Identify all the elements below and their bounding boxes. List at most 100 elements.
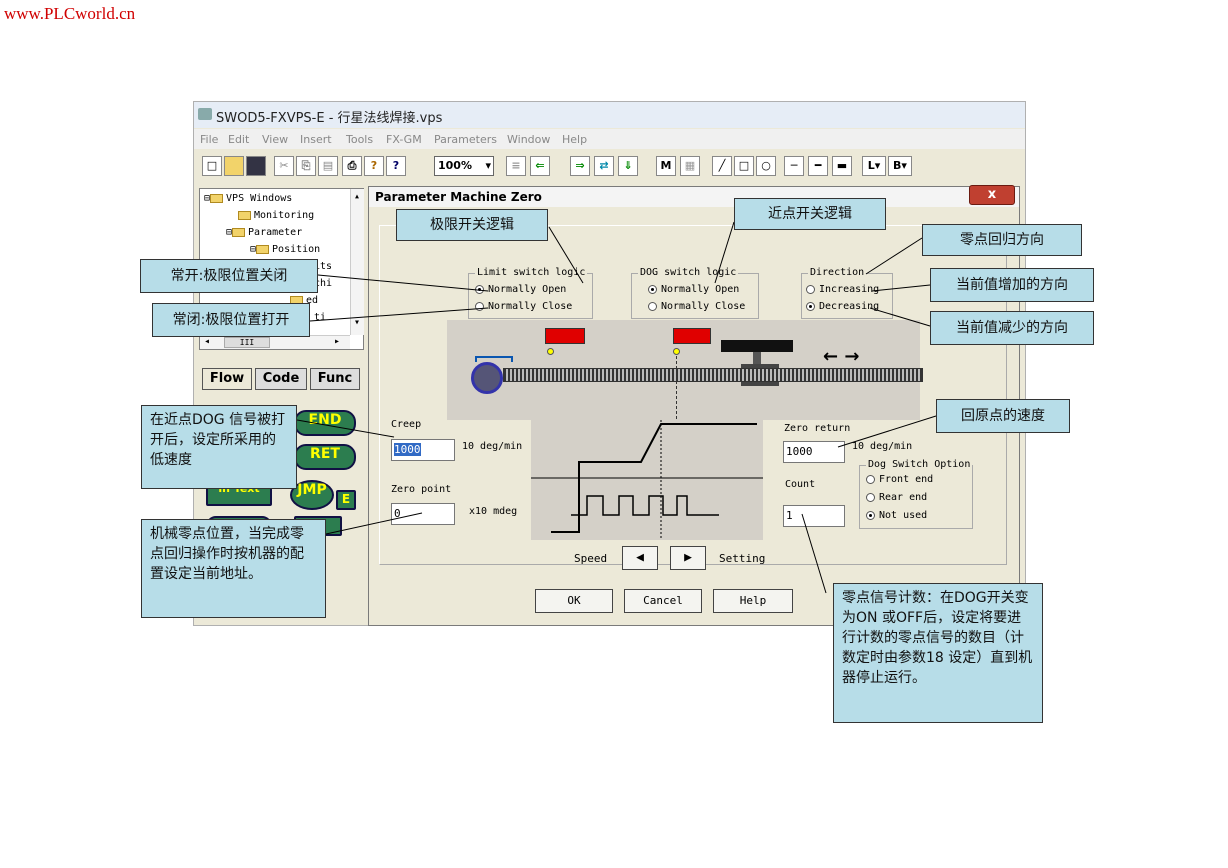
copy-icon[interactable]: ⎘ bbox=[296, 156, 316, 176]
arrow-mix-icon[interactable]: ⇄ bbox=[594, 156, 614, 176]
help-button[interactable]: Help bbox=[713, 589, 793, 613]
limit-switch-group: Limit switch logic Normally Open Normall… bbox=[468, 267, 593, 319]
print-icon[interactable]: ⎙ bbox=[342, 156, 362, 176]
tab-code[interactable]: Code bbox=[255, 368, 307, 390]
dog-front-end-radio[interactable]: Front end bbox=[866, 474, 970, 485]
context-help-icon[interactable]: ? bbox=[386, 156, 406, 176]
palette-end-button[interactable]: END bbox=[294, 410, 356, 436]
radio-selected-icon bbox=[648, 284, 657, 294]
thick-line-icon[interactable]: ▬ bbox=[832, 156, 852, 176]
speed-decrease-button[interactable]: ◀ bbox=[622, 546, 658, 570]
menu-file[interactable]: File bbox=[200, 133, 219, 146]
arrow-down-icon[interactable]: ⇓ bbox=[618, 156, 638, 176]
cut-icon[interactable]: ✂ bbox=[274, 156, 294, 176]
tree-item-partial[interactable]: ti bbox=[314, 312, 327, 323]
limit-normally-close-radio[interactable]: Normally Close bbox=[475, 301, 591, 312]
palette-jmp-button[interactable]: JMP bbox=[290, 480, 334, 510]
creep-unit: 10 deg/min bbox=[462, 441, 523, 452]
zero-return-label: Zero return bbox=[784, 423, 851, 434]
tree-item-partial[interactable]: its bbox=[314, 261, 333, 272]
dog-normally-open-radio[interactable]: Normally Open bbox=[648, 284, 758, 295]
zero-point-input[interactable]: 0 bbox=[391, 503, 455, 525]
save-icon[interactable] bbox=[246, 156, 266, 176]
dog-normally-close-radio[interactable]: Normally Close bbox=[648, 301, 758, 312]
close-icon[interactable]: x bbox=[969, 185, 1015, 205]
callout-creep: 在近点DOG 信号被打开后，设定所采用的低速度 bbox=[141, 405, 297, 489]
app-title: SWOD5-FXVPS-E - 行星法线焊接.vps bbox=[216, 111, 443, 126]
zero-point-unit: x10 mdeg bbox=[469, 506, 518, 517]
limit-normally-open-radio[interactable]: Normally Open bbox=[475, 284, 591, 295]
menu-view[interactable]: View bbox=[262, 133, 289, 146]
creep-label: Creep bbox=[391, 419, 422, 430]
medium-line-icon[interactable]: ━ bbox=[808, 156, 828, 176]
direction-decreasing-radio[interactable]: Decreasing bbox=[806, 301, 892, 312]
zoom-select[interactable]: 100%▾ bbox=[434, 156, 494, 176]
dog-rear-end-radio[interactable]: Rear end bbox=[866, 492, 970, 503]
radio-label: Increasing bbox=[819, 284, 880, 295]
line-style-icon[interactable]: L▾ bbox=[862, 156, 886, 176]
scroll-right-icon[interactable]: ▸ bbox=[334, 336, 341, 347]
tree-item-vps-windows[interactable]: ⊟VPS Windows bbox=[204, 193, 292, 204]
help-icon[interactable]: ? bbox=[364, 156, 384, 176]
vertical-scrollbar[interactable]: ▴▾ bbox=[350, 189, 364, 335]
radio-icon bbox=[648, 301, 657, 311]
palette-e-button[interactable]: E bbox=[336, 490, 356, 510]
carriage-top bbox=[721, 340, 793, 352]
radio-label: Normally Close bbox=[488, 301, 573, 312]
limit-switch-block bbox=[545, 328, 585, 344]
horizontal-scrollbar[interactable]: ◂ III ▸ bbox=[200, 335, 350, 349]
ball-screw bbox=[503, 368, 923, 382]
paste-icon[interactable]: ▤ bbox=[318, 156, 338, 176]
menu-parameters[interactable]: Parameters bbox=[434, 133, 497, 146]
grid-icon[interactable]: ▦ bbox=[680, 156, 700, 176]
new-file-icon[interactable]: □ bbox=[202, 156, 222, 176]
callout-zero-direction: 零点回归方向 bbox=[922, 224, 1082, 256]
scroll-left-icon[interactable]: ◂ bbox=[204, 336, 211, 347]
tree-item-monitoring[interactable]: Monitoring bbox=[238, 210, 314, 221]
dog-position-marker bbox=[676, 356, 677, 444]
scroll-up-icon[interactable]: ▴ bbox=[354, 191, 361, 202]
thin-line-icon[interactable]: ─ bbox=[784, 156, 804, 176]
menu-fxgm[interactable]: FX-GM bbox=[386, 133, 422, 146]
tree-item-position[interactable]: ⊟Position bbox=[250, 244, 320, 255]
radio-label: Normally Open bbox=[661, 284, 740, 295]
tab-flow[interactable]: Flow bbox=[202, 368, 252, 390]
creep-input[interactable]: 1000 bbox=[391, 439, 455, 461]
zero-return-unit: 10 deg/min bbox=[852, 441, 913, 452]
box-style-icon[interactable]: B▾ bbox=[888, 156, 912, 176]
menu-window[interactable]: Window bbox=[507, 133, 551, 146]
sensor-icon bbox=[673, 348, 680, 355]
scroll-down-icon[interactable]: ▾ bbox=[354, 317, 361, 328]
direction-increasing-radio[interactable]: Increasing bbox=[806, 284, 892, 295]
tab-func[interactable]: Func bbox=[310, 368, 360, 390]
zero-return-input[interactable]: 1000 bbox=[783, 441, 845, 463]
radio-label: Rear end bbox=[879, 492, 928, 503]
callout-normally-close: 常闭:极限位置打开 bbox=[152, 303, 310, 337]
palette-ret-button[interactable]: RET bbox=[294, 444, 356, 470]
arrow-in-icon[interactable]: ⇒ bbox=[570, 156, 590, 176]
line-tool-icon[interactable]: ╱ bbox=[712, 156, 732, 176]
count-input[interactable]: 1 bbox=[783, 505, 845, 527]
cancel-button[interactable]: Cancel bbox=[624, 589, 702, 613]
rectangle-tool-icon[interactable]: □ bbox=[734, 156, 754, 176]
zero-pulse-icon bbox=[475, 356, 513, 362]
dog-not-used-radio[interactable]: Not used bbox=[866, 510, 970, 521]
menu-edit[interactable]: Edit bbox=[228, 133, 250, 146]
speed-increase-button[interactable]: ▶ bbox=[670, 546, 706, 570]
tree-item-parameter[interactable]: ⊟Parameter bbox=[226, 227, 302, 238]
dialog-title: Parameter Machine Zero bbox=[369, 187, 1019, 207]
menu-help[interactable]: Help bbox=[562, 133, 588, 146]
open-folder-icon[interactable] bbox=[224, 156, 244, 176]
triangle-left-icon: ◀ bbox=[636, 550, 644, 565]
menu-tools[interactable]: Tools bbox=[346, 133, 374, 146]
ellipse-tool-icon[interactable]: ○ bbox=[756, 156, 776, 176]
triangle-right-icon: ▶ bbox=[684, 550, 692, 565]
menu-insert[interactable]: Insert bbox=[300, 133, 332, 146]
align-icon[interactable]: ≡ bbox=[506, 156, 526, 176]
limit-switch-legend: Limit switch logic bbox=[475, 267, 588, 278]
arrow-left-icon[interactable]: ⇐ bbox=[530, 156, 550, 176]
radio-label: Front end bbox=[879, 474, 934, 485]
ok-button[interactable]: OK bbox=[535, 589, 613, 613]
scroll-thumb[interactable]: III bbox=[224, 337, 270, 348]
monitor-icon[interactable]: M bbox=[656, 156, 676, 176]
